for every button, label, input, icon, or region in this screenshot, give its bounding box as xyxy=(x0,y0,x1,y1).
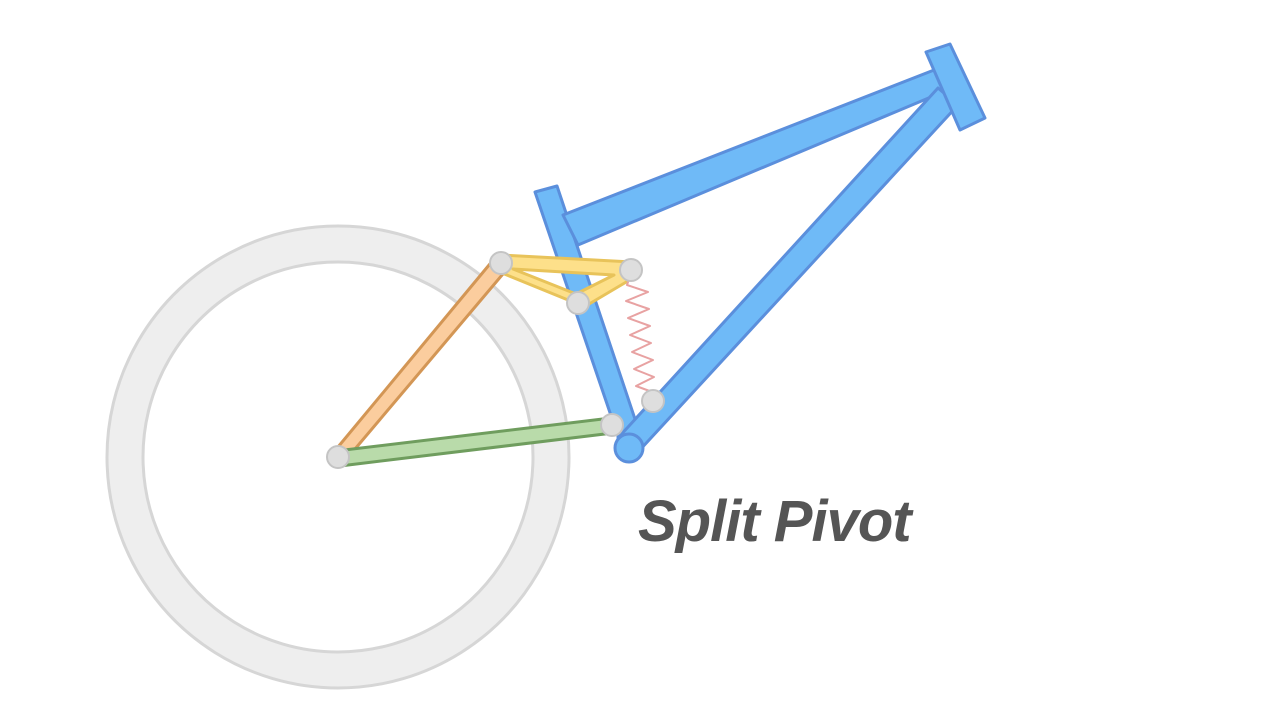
head-tube xyxy=(924,42,987,132)
rear-axle-pivot xyxy=(326,445,350,469)
main-frame xyxy=(533,42,987,454)
chainstay-front-pivot xyxy=(600,413,624,437)
pivots xyxy=(326,251,665,469)
main-pivot xyxy=(613,432,645,464)
rocker-upper-pivot xyxy=(489,251,513,275)
rocker-frame-pivot xyxy=(566,291,590,315)
shock-upper-pivot xyxy=(619,258,643,282)
shock-spring xyxy=(625,269,656,402)
shock-lower-pivot xyxy=(641,389,665,413)
diagram-title: Split Pivot xyxy=(638,489,912,554)
rear-wheel xyxy=(105,224,571,690)
seatstay xyxy=(331,257,510,464)
chainstay xyxy=(334,416,615,468)
